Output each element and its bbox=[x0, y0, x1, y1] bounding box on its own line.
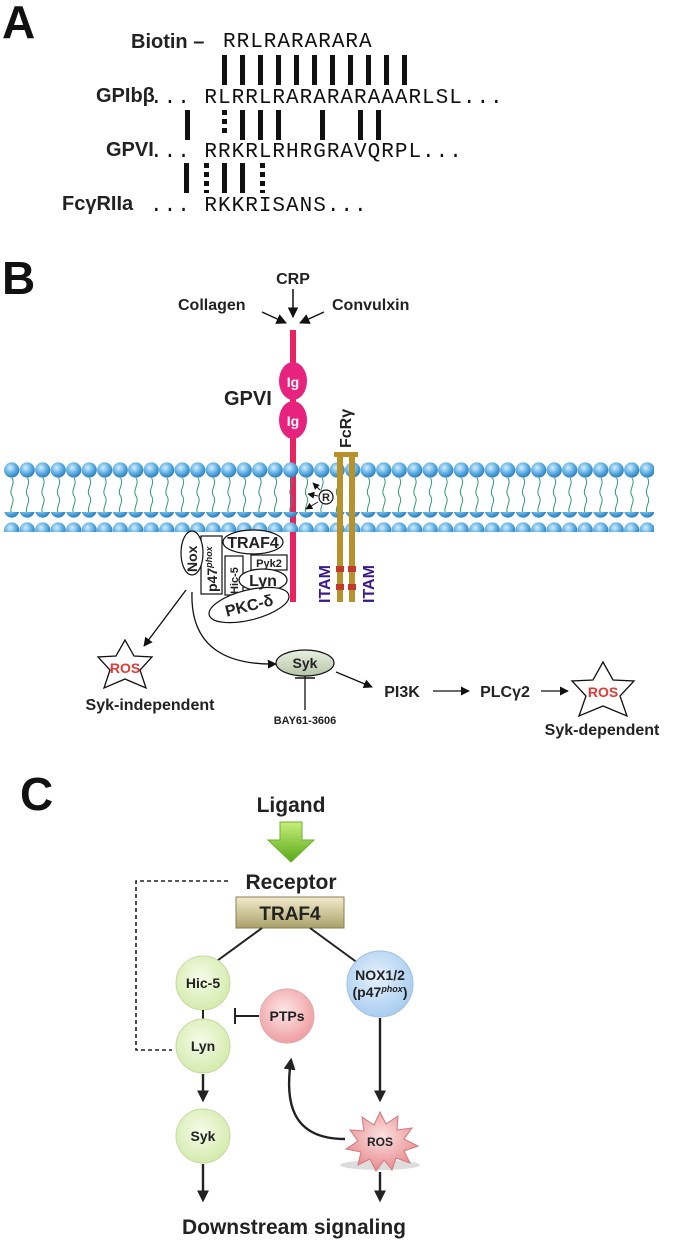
traf4-label-c: TRAF4 bbox=[259, 904, 321, 925]
itam-mark-left-1 bbox=[336, 566, 344, 572]
p47-main: p47 bbox=[204, 568, 220, 592]
gpvi-fcgr-alignment-bars bbox=[184, 163, 265, 193]
syk-independent-label: Syk-independent bbox=[86, 697, 216, 714]
arginine-label: R bbox=[322, 492, 330, 504]
gpvi-label: GPVI bbox=[106, 139, 154, 161]
plc-label: PLCγ2 bbox=[480, 684, 530, 701]
arrow-syk-to-pi3k bbox=[335, 671, 373, 689]
pkc-delta-oval bbox=[208, 586, 290, 624]
itam-label-left: ITAM bbox=[317, 565, 334, 603]
traf4-oval bbox=[222, 529, 284, 555]
ros-star-dependent bbox=[570, 660, 636, 718]
arrow-ros-to-ptps bbox=[283, 1057, 346, 1141]
hic5-complex-label: Hic-5 bbox=[229, 567, 241, 594]
nox12-phox: phox bbox=[380, 984, 403, 994]
gpib-sequence: ... RLRRLRARARARAAARLSL... bbox=[150, 87, 504, 110]
crp-label: CRP bbox=[276, 271, 310, 288]
ligand-label: Ligand bbox=[257, 794, 326, 817]
syk-label-c: Syk bbox=[191, 1128, 216, 1144]
itam-mark-right-1 bbox=[348, 566, 356, 572]
bay-inhibitor-label: BAY61-3606 bbox=[274, 715, 337, 727]
arrow-to-ros-independent bbox=[143, 589, 187, 647]
convulxin-label: Convulxin bbox=[332, 297, 409, 314]
collagen-arrow bbox=[261, 311, 287, 324]
panel-c-label: C bbox=[20, 768, 53, 820]
arrow-to-syk bbox=[191, 591, 277, 669]
receptor-lyn-dashed-link bbox=[135, 880, 228, 1051]
nox12-sublabel: (p47phox) bbox=[353, 984, 408, 1000]
fcr-gamma-chain-right bbox=[349, 452, 355, 602]
traf4-hic5-link bbox=[209, 927, 263, 967]
membrane-outer-leaflet bbox=[4, 460, 654, 480]
ig-domain-top bbox=[279, 362, 307, 400]
fcgr-sequence: ... RKKRISANS... bbox=[150, 195, 368, 218]
gpib-label: GPIbβ bbox=[96, 85, 155, 107]
nox-label: Nox bbox=[184, 545, 200, 572]
fcr-gamma-chain-left bbox=[337, 452, 343, 602]
nox12-close: ) bbox=[403, 984, 408, 1000]
lyn-complex-label: Lyn bbox=[249, 573, 277, 590]
syk-label-b: Syk bbox=[293, 655, 318, 671]
ros-label-independent: ROS bbox=[110, 660, 140, 676]
panel-b-label: B bbox=[2, 252, 35, 304]
gpvi-receptor-label: GPVI bbox=[224, 388, 272, 410]
itam-label-right: ITAM bbox=[361, 565, 378, 603]
pi3k-label: PI3K bbox=[384, 684, 420, 701]
ptps-node bbox=[259, 988, 315, 1044]
panel-b: B CRP Collagen Convulxin Ig Ig GPVI FcRγ bbox=[2, 252, 660, 739]
ig-domain-bottom bbox=[279, 401, 307, 439]
ros-label-dependent: ROS bbox=[588, 684, 618, 700]
biotin-gpib-alignment-bars bbox=[222, 55, 407, 85]
signaling-complex bbox=[180, 529, 290, 624]
fcr-gamma-label: FcRγ bbox=[338, 409, 355, 448]
ig-label-top: Ig bbox=[287, 374, 299, 390]
gpib-gpvi-alignment-bars bbox=[185, 110, 381, 140]
panel-a: A Biotin – RRLRARARARA GPIbβ ... RLRRLRA… bbox=[2, 0, 504, 218]
ligand-arrow bbox=[266, 821, 316, 863]
nox-oval bbox=[180, 530, 204, 576]
membrane-inner-leaflet bbox=[4, 512, 654, 532]
gpvi-sequence: ... RRKRLRHRGRAVQRPL... bbox=[150, 141, 463, 164]
lipid-bilayer bbox=[4, 460, 654, 532]
receptor-label: Receptor bbox=[245, 871, 336, 894]
nox12-node bbox=[346, 950, 414, 1018]
hic5-label-c: Hic-5 bbox=[186, 975, 220, 991]
collagen-label: Collagen bbox=[178, 297, 246, 314]
arginine-interaction-mark: R bbox=[305, 482, 334, 510]
biotin-sequence: RRLRARARARA bbox=[223, 31, 373, 54]
downstream-signaling-label: Downstream signaling bbox=[182, 1216, 406, 1239]
pyk2-label: Pyk2 bbox=[256, 558, 282, 570]
panel-c: C Ligand Receptor TRAF4 Hic-5 Lyn PTPs S… bbox=[20, 768, 420, 1239]
ros-star-independent bbox=[96, 638, 154, 690]
fcr-gamma-disulfide bbox=[334, 452, 358, 457]
lyn-node bbox=[175, 1018, 231, 1074]
ig-label-bottom: Ig bbox=[287, 413, 299, 429]
p47-phox-superscript: phox bbox=[204, 545, 214, 568]
p47-label: p47phox bbox=[204, 545, 220, 592]
lyn-label-c: Lyn bbox=[191, 1038, 215, 1054]
traf4-complex-label: TRAF4 bbox=[227, 535, 279, 552]
syk-dependent-label: Syk-dependent bbox=[545, 722, 660, 739]
traf4-nox-link bbox=[309, 927, 363, 967]
ros-label-c: ROS bbox=[367, 1135, 393, 1149]
nox12-p47: (p47 bbox=[353, 984, 382, 1000]
ros-burst bbox=[344, 1110, 420, 1172]
itam-mark-right-2 bbox=[348, 584, 356, 590]
convulxin-arrow bbox=[299, 311, 325, 324]
nox12-label: NOX1/2 bbox=[355, 967, 405, 983]
panel-a-label: A bbox=[2, 0, 35, 48]
traf4-box-c bbox=[235, 896, 345, 929]
itam-mark-left-2 bbox=[336, 584, 344, 590]
fcgr-label: FcγRIIa bbox=[62, 193, 134, 215]
biotin-label: Biotin – bbox=[131, 31, 204, 53]
syk-node-c bbox=[175, 1108, 231, 1164]
ptps-label: PTPs bbox=[269, 1008, 304, 1024]
